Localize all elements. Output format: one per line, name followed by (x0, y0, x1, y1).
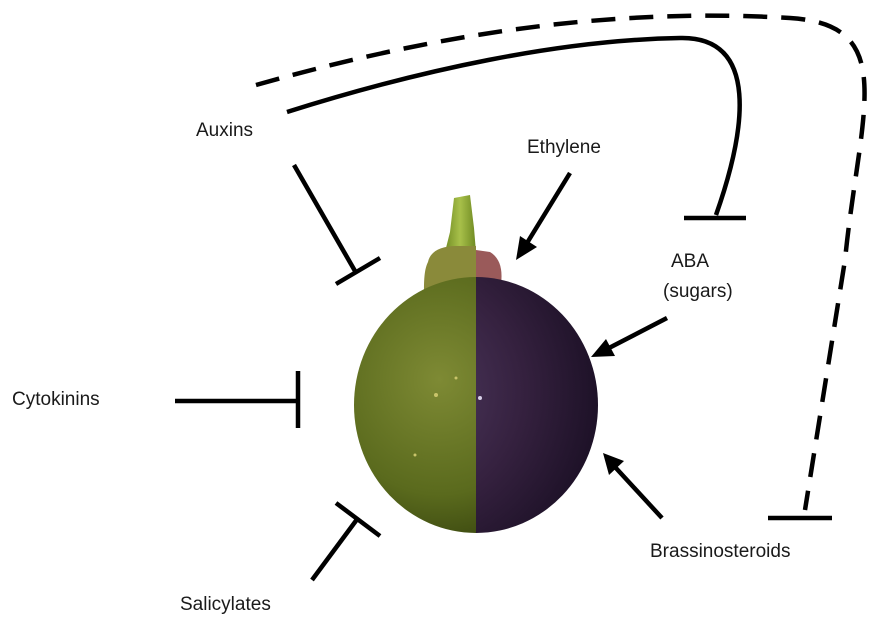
salicylates-inhibit-line (312, 503, 380, 580)
auxins-inhibit-aba-line (287, 38, 746, 218)
grape-berry (354, 195, 598, 533)
label-ethylene: Ethylene (527, 136, 601, 159)
label-brassinosteroids: Brassinosteroids (650, 540, 790, 563)
auxins-inhibit-line (294, 165, 380, 284)
ethylene-arrow (516, 173, 570, 260)
aba-arrow (591, 318, 667, 357)
label-cytokinins: Cytokinins (12, 388, 100, 411)
brassinosteroids-arrow (603, 453, 662, 518)
label-auxins: Auxins (196, 119, 253, 142)
cytokinins-inhibit-line (175, 371, 298, 428)
label-salicylates: Salicylates (180, 593, 271, 616)
label-aba-sugars: (sugars) (663, 280, 733, 303)
label-aba: ABA (671, 250, 709, 273)
